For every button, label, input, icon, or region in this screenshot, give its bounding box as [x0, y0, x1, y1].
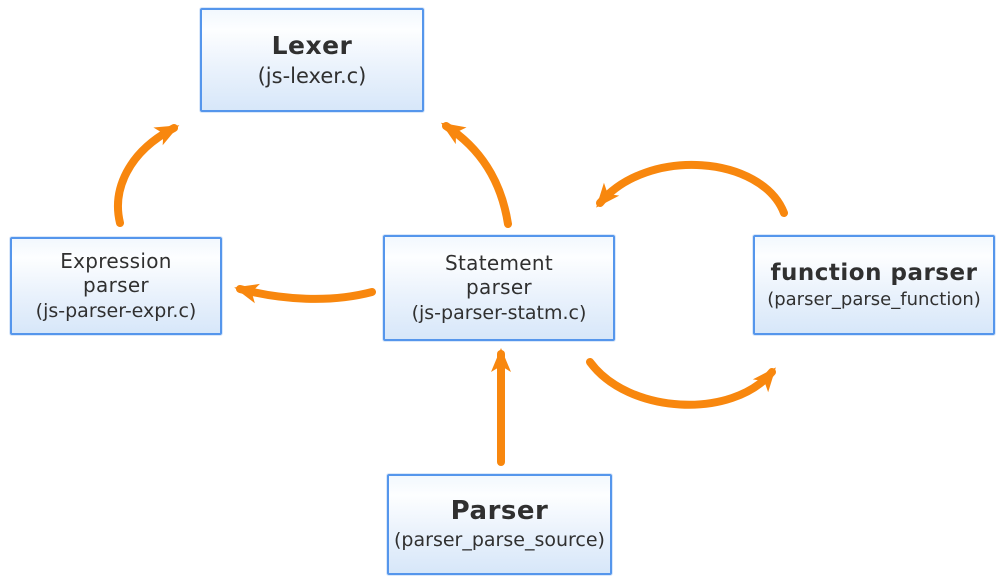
node-statement-parser-subtitle: (js-parser-statm.c): [411, 301, 587, 324]
node-expression-parser-title: Expression parser: [60, 248, 172, 298]
node-parser-subtitle: (parser_parse_source): [394, 529, 605, 552]
node-statement-parser: Statement parser (js-parser-statm.c): [383, 235, 615, 341]
edge-expression-to-lexer: [114, 124, 180, 227]
node-expression-parser-subtitle: (js-parser-expr.c): [35, 299, 197, 322]
node-parser: Parser (parser_parse_source): [387, 474, 612, 575]
edge-statement-to-lexer: [440, 122, 512, 228]
node-lexer-title: Lexer: [271, 30, 353, 60]
node-parser-title: Parser: [450, 495, 549, 526]
node-expression-parser: Expression parser (js-parser-expr.c): [10, 237, 222, 335]
node-lexer-subtitle: (js-lexer.c): [257, 64, 367, 89]
edge-function-to-statement: [596, 160, 788, 217]
edge-statement-to-expression: [234, 283, 376, 304]
node-statement-parser-title: Statement parser: [445, 250, 553, 300]
node-function-parser-subtitle: (parser_parse_function): [767, 288, 981, 310]
node-lexer: Lexer (js-lexer.c): [200, 8, 424, 112]
node-function-parser: function parser (parser_parse_function): [753, 235, 995, 335]
edge-statement-to-function: [586, 358, 776, 409]
node-function-parser-title: function parser: [770, 259, 978, 286]
